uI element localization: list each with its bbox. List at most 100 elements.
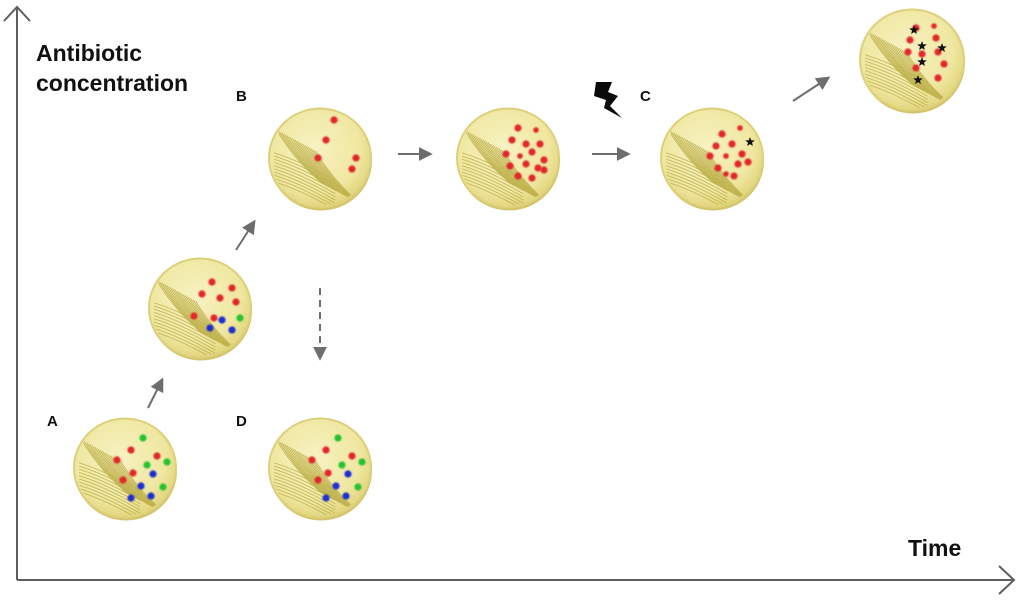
streak-line: [78, 465, 141, 495]
streak-line: [691, 142, 739, 197]
streak-line: [865, 76, 928, 107]
streak-line: [281, 132, 329, 187]
resistant-colony: [352, 154, 360, 162]
streak-line: [461, 171, 524, 201]
petri-dish-growth: [456, 107, 560, 211]
dish-agar: [859, 8, 965, 112]
resistant-colony: [540, 156, 548, 164]
star-icon: [913, 75, 923, 84]
petri-dish-a: [73, 417, 177, 521]
streak-line: [273, 484, 336, 514]
susceptible-colony: [322, 494, 330, 502]
resistant-colony: [113, 456, 121, 464]
resistant-colony: [216, 294, 224, 302]
streak-line: [284, 443, 331, 499]
resistant-colony: [738, 150, 746, 158]
streak-line: [153, 308, 216, 338]
streak-line: [179, 292, 227, 347]
susceptible-colony: [147, 492, 155, 500]
streak-line: [289, 446, 336, 501]
resistant-colony: [744, 158, 752, 166]
petri-dishes: [73, 8, 965, 521]
resistant-colony: [308, 456, 316, 464]
resistant-colony: [522, 140, 530, 148]
streak-line: [86, 442, 134, 497]
streak-line: [294, 139, 342, 194]
streak-line: [890, 43, 939, 99]
streak-line: [490, 143, 537, 198]
panel-label-d: D: [236, 413, 247, 430]
streak-line: [865, 73, 928, 103]
streak-line: [665, 178, 728, 206]
streak-pattern: [461, 129, 550, 206]
resistant-colony: [228, 284, 236, 292]
streak-line: [177, 290, 224, 346]
y-axis-arrowhead: [3, 5, 31, 22]
star-icon: [917, 41, 927, 50]
y-axis-label: Antibiotic concentration: [36, 38, 188, 98]
resistant-colony: [912, 64, 920, 72]
streak-line: [668, 129, 715, 184]
streak-line: [273, 478, 336, 508]
streak-pattern: [78, 439, 167, 516]
streak-line: [297, 140, 344, 196]
streak-line: [474, 135, 522, 190]
petri-dish-final: [859, 8, 965, 114]
petri-dish-c: [660, 107, 764, 211]
resistant-colony: [723, 153, 729, 159]
intermediate-colony: [358, 458, 366, 466]
streak-line: [83, 441, 131, 496]
susceptible-colony: [342, 492, 350, 500]
resistant-colony: [190, 312, 198, 320]
susceptible-colony: [218, 316, 226, 324]
streak-line: [273, 178, 336, 206]
streak-line: [492, 145, 540, 200]
streak-line: [676, 133, 723, 189]
resistant-colony: [940, 60, 948, 68]
streak-line: [81, 439, 128, 494]
streak-line: [472, 133, 519, 189]
streak-line: [865, 80, 928, 109]
susceptible-colony: [206, 324, 214, 332]
resistant-colony: [737, 125, 743, 131]
resistant-colony: [506, 162, 514, 170]
streak-line: [273, 174, 336, 204]
streak-line: [461, 155, 524, 185]
resistant-colony: [322, 136, 330, 144]
star-icon: [909, 25, 919, 34]
streak-line: [94, 446, 141, 501]
streak-line: [694, 143, 741, 198]
streak-line: [153, 328, 216, 356]
resistant-colony: [322, 446, 330, 454]
y-axis-label-line2: concentration: [36, 70, 189, 96]
susceptible-colony: [332, 482, 340, 490]
resistant-colony: [540, 166, 548, 174]
resistant-colony: [517, 153, 523, 159]
susceptible-colony: [127, 494, 135, 502]
resistant-colony: [734, 160, 742, 168]
streak-line: [865, 67, 928, 97]
axes: [3, 5, 1016, 595]
streak-line: [278, 441, 326, 496]
streak-line: [665, 171, 728, 201]
streak-line: [291, 448, 339, 503]
streak-line: [273, 181, 336, 206]
star-icon: [917, 57, 927, 66]
panel-label-c: C: [640, 88, 651, 105]
petri-dish-d: [268, 417, 372, 521]
resistant-colony: [330, 116, 338, 124]
resistant-colony: [514, 172, 522, 180]
resistant-colony: [932, 34, 940, 42]
intermediate-colony: [354, 483, 362, 491]
streak-line: [461, 162, 524, 191]
streak-line: [865, 57, 928, 87]
streak-line: [273, 155, 336, 185]
streak-line: [78, 491, 141, 516]
resistant-colony: [712, 142, 720, 150]
intermediate-colony: [143, 461, 151, 469]
streak-line: [291, 138, 339, 193]
streak-line: [665, 181, 728, 206]
intermediate-colony: [334, 434, 342, 442]
streak-line: [469, 132, 517, 187]
panel-label-b: B: [236, 88, 247, 105]
